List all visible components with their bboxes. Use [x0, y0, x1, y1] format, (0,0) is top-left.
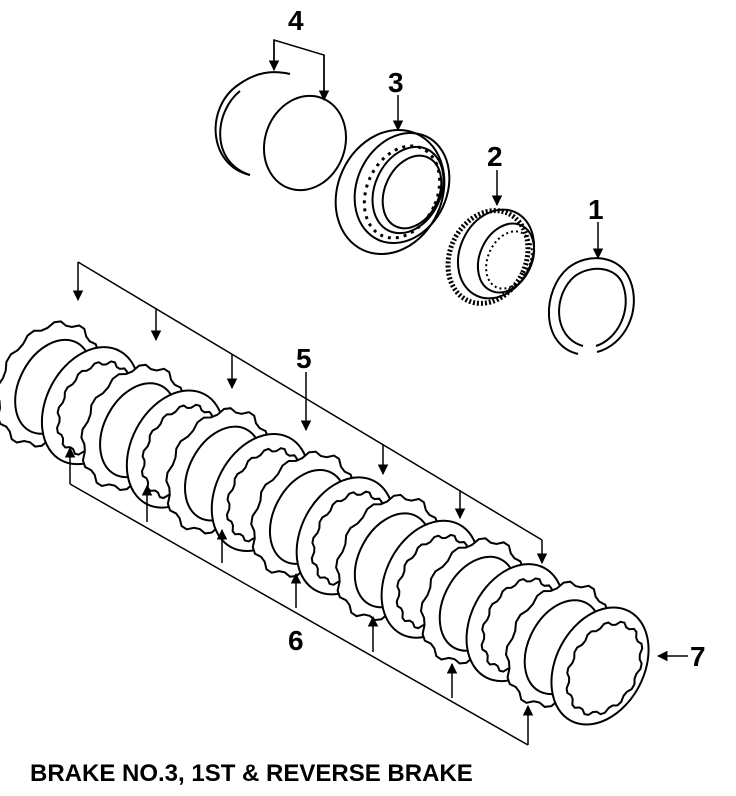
part-7-end-plate — [550, 606, 650, 726]
callout-4: 4 — [288, 5, 304, 36]
part-3-drum — [334, 128, 451, 256]
callout-1: 1 — [588, 194, 604, 225]
diagram-caption: BRAKE NO.3, 1ST & REVERSE BRAKE — [30, 760, 473, 787]
part-1-snap-ring — [548, 257, 635, 355]
part-4-ring-right — [262, 94, 348, 192]
part-2-hub — [445, 208, 536, 306]
part-4-ring-left — [214, 71, 291, 176]
callout-6: 6 — [288, 625, 304, 656]
callout-5: 5 — [296, 343, 312, 374]
callout-7: 7 — [690, 641, 706, 672]
clutch-pack — [0, 320, 650, 726]
callout-2: 2 — [487, 141, 503, 172]
callout-3: 3 — [388, 67, 404, 98]
leader-lines — [64, 38, 688, 746]
part-4-rings — [214, 71, 348, 192]
